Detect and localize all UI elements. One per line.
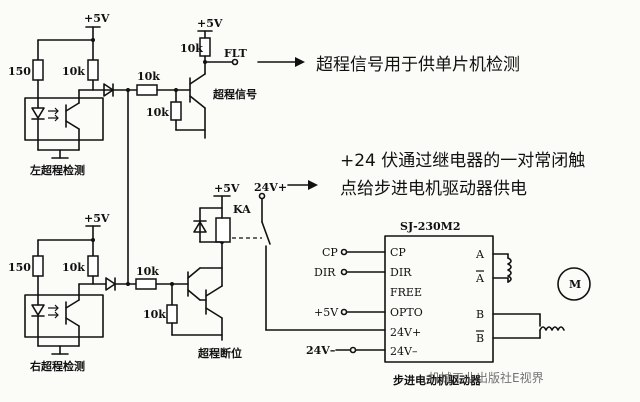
ext-cp-label: CP bbox=[322, 246, 338, 259]
driver-inputs: CP DIR +5V 24V– bbox=[306, 246, 386, 357]
relay-vcc-label: +5V bbox=[214, 182, 240, 195]
chip-pin-opto: OPTO bbox=[390, 306, 423, 319]
relay-driver-stage: 10k 10k 超程断位 +5V KA bbox=[127, 182, 262, 360]
chip-name: SJ-230M2 bbox=[400, 220, 461, 233]
note-1: 超程信号用于供单片机检测 bbox=[316, 55, 520, 75]
r10k-a-label: 10k bbox=[62, 65, 85, 78]
vcc-relay-label: +5V bbox=[197, 17, 223, 30]
overtravel-cut-label: 超程断位 bbox=[197, 346, 242, 360]
chip-pin-24vm: 24V– bbox=[390, 345, 418, 358]
chip-pin-free: FREE bbox=[390, 286, 422, 299]
ext-5v-label: +5V bbox=[314, 306, 339, 319]
overtravel-signal-label: 超程信号 bbox=[212, 87, 257, 101]
r150-top-label: 150 bbox=[8, 65, 31, 78]
left-sensor-label: 左超程检测 bbox=[29, 163, 85, 177]
v24-bottom-label: 24V– bbox=[306, 344, 335, 357]
chip-pin-b: B bbox=[476, 308, 484, 321]
r10k-c-label: 10k bbox=[146, 106, 169, 119]
opto-coupler-top bbox=[24, 97, 104, 141]
chip-bottom-label: 步进电动机驱动器 bbox=[393, 373, 482, 387]
chip-pin-a-bar: A bbox=[475, 272, 485, 285]
ext-dir-label: DIR bbox=[314, 266, 336, 279]
motor-icon bbox=[557, 267, 591, 301]
r150-bottom-label: 150 bbox=[8, 261, 31, 274]
vcc-bottom-label: +5V bbox=[84, 212, 110, 225]
r10k-e-label: 10k bbox=[62, 261, 85, 274]
relay-coil bbox=[215, 217, 231, 243]
v24-top-label: 24V+ bbox=[254, 181, 287, 194]
chip-pin-cp: CP bbox=[390, 246, 406, 259]
r10k-g-label: 10k bbox=[143, 308, 166, 321]
bottom-sensor-block: +5V 150 10k 右超程检测 bbox=[8, 212, 130, 373]
watermark: 机械工业出版社E视界 bbox=[428, 370, 544, 385]
r10k-d-label: 10k bbox=[180, 42, 203, 55]
resistor-150-top bbox=[32, 59, 44, 81]
r10k-f-label: 10k bbox=[136, 265, 159, 278]
note-2-line-1: +24 伏通过继电器的一对常闭触 bbox=[340, 151, 585, 171]
right-sensor-label: 右超程检测 bbox=[29, 359, 85, 373]
note-2-line-2: 点给步进电机驱动器供电 bbox=[340, 179, 527, 199]
contact-switch: 24V+ bbox=[254, 180, 386, 331]
chip-pin-a: A bbox=[475, 248, 485, 261]
vcc-top-label: +5V bbox=[84, 12, 110, 25]
opto-coupler-bottom bbox=[24, 294, 104, 338]
flt-label: FLT bbox=[224, 47, 248, 60]
top-transistor-stage: 10k 10k +5V 10k FLT 超程信号 bbox=[127, 17, 305, 139]
r10k-b-label: 10k bbox=[137, 70, 160, 83]
chip-pin-b-bar: B bbox=[476, 332, 484, 345]
resistor-10k-top bbox=[87, 59, 99, 81]
chip-pin-24vp: 24V+ bbox=[390, 326, 421, 339]
relay-ka-label: KA bbox=[233, 203, 251, 216]
motor-windings: M bbox=[492, 253, 591, 339]
driver-chip: SJ-230M2 CP DIR FREE OPTO 24V+ 24V– A A … bbox=[384, 220, 494, 387]
motor-label: M bbox=[569, 278, 581, 291]
chip-pin-dir: DIR bbox=[390, 266, 412, 279]
top-sensor-block: +5V 150 10k bbox=[8, 12, 130, 177]
